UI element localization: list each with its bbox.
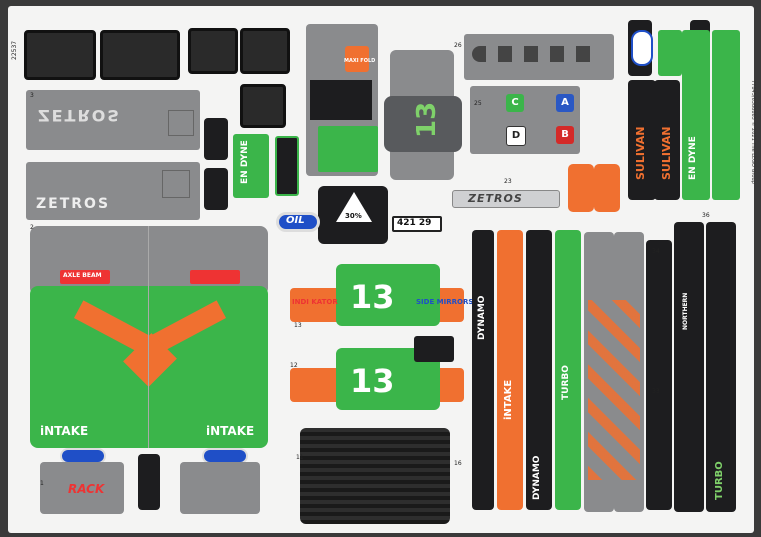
hood-cut-line bbox=[148, 226, 149, 448]
intake-strip bbox=[497, 230, 523, 510]
window-sticker bbox=[188, 28, 238, 74]
label-36: 36 bbox=[702, 212, 710, 219]
license-plate bbox=[392, 216, 442, 232]
zetros-chrome-badge bbox=[452, 190, 560, 208]
rack-sticker bbox=[40, 462, 124, 514]
window-sticker bbox=[240, 84, 286, 128]
warning-percent: 30% bbox=[345, 212, 362, 220]
label-11: 11 bbox=[296, 454, 304, 461]
sulivan-text: SULIVAN bbox=[634, 126, 647, 180]
engine-dyne-strip bbox=[712, 30, 740, 200]
letter-tile-c: C bbox=[506, 94, 524, 112]
sulivan-strip bbox=[654, 80, 680, 200]
maxi-fold-badge bbox=[345, 46, 369, 72]
zetros-mirror-panel bbox=[26, 90, 200, 150]
window-sticker bbox=[240, 28, 290, 74]
dynamo-text-2: DYNAMO bbox=[532, 455, 542, 500]
number-13-vertical: 13 bbox=[412, 101, 442, 138]
label-26: 26 bbox=[454, 42, 462, 49]
hood-top-gray bbox=[30, 226, 268, 296]
engine-dyne-strip bbox=[682, 30, 710, 200]
intake-text-3: iNTAKE bbox=[503, 379, 514, 420]
sulivan-strip bbox=[628, 80, 656, 200]
maxi-fold-text: MAXI FOLD bbox=[344, 58, 376, 64]
turbo-text-2: TURBO bbox=[714, 461, 725, 500]
small-black-tile bbox=[414, 336, 454, 362]
maxi-fold-small bbox=[658, 30, 682, 76]
number-13-bottom: 13 bbox=[350, 362, 395, 400]
letter-tile-b: B bbox=[556, 126, 574, 144]
engine-dyne-text: EN DYNE bbox=[688, 136, 698, 180]
label-1: 1 bbox=[40, 480, 44, 487]
headlight-sticker bbox=[204, 168, 228, 210]
dynamo-text: DYNAMO bbox=[477, 295, 487, 340]
cross-e-sticker bbox=[568, 164, 594, 212]
maxi-fold-window bbox=[310, 80, 372, 120]
oil-badge-large bbox=[276, 212, 320, 232]
oil-text: OIL bbox=[286, 215, 305, 226]
turbo-strip bbox=[706, 222, 736, 512]
axle-beam-label bbox=[190, 270, 240, 284]
panel-window bbox=[168, 110, 194, 136]
engine-sticker bbox=[233, 134, 269, 198]
number-13-plate bbox=[384, 96, 462, 152]
label-16: 16 bbox=[454, 460, 462, 467]
dynamo-strip bbox=[472, 230, 494, 510]
panel-window bbox=[162, 170, 190, 198]
rack-text: RACK bbox=[68, 482, 105, 496]
sheet-code-left: 22537 bbox=[11, 40, 18, 60]
dynamo-strip bbox=[526, 230, 552, 510]
zetros-panel bbox=[26, 162, 200, 220]
turbo-text: TURBO bbox=[561, 365, 571, 400]
side-mirror-green bbox=[318, 126, 378, 172]
arrow-chevrons bbox=[588, 300, 640, 480]
label-3: 3 bbox=[30, 92, 34, 99]
label-13: 13 bbox=[294, 322, 302, 329]
green-13-piece bbox=[336, 264, 440, 326]
northern-text: NORTHERN bbox=[682, 292, 689, 330]
sulivan-text-2: SULIVAN bbox=[660, 126, 673, 180]
number-13-top: 13 bbox=[350, 278, 395, 316]
cross-e-sticker bbox=[594, 164, 620, 212]
intake-strip bbox=[555, 230, 581, 510]
label-23: 23 bbox=[504, 178, 512, 185]
axle-beam-text: AXLE BEAM bbox=[63, 272, 102, 279]
warning-triangle bbox=[336, 192, 372, 222]
zetros-text: ZETROS bbox=[36, 196, 111, 212]
letter-tile-a: A bbox=[556, 94, 574, 112]
label-2: 2 bbox=[30, 224, 34, 231]
rack-sticker bbox=[180, 462, 260, 514]
northern-strip bbox=[646, 240, 672, 510]
label-12: 12 bbox=[290, 362, 298, 369]
label-34: 34 bbox=[652, 248, 660, 255]
intake-text: iNTAKE bbox=[40, 424, 89, 438]
oil-badge bbox=[631, 30, 653, 66]
headlight-sticker bbox=[204, 118, 228, 160]
bolt-row bbox=[472, 46, 602, 62]
label-33: 33 bbox=[652, 388, 660, 395]
indikator-text: INDI KATOR bbox=[292, 298, 338, 306]
axle-beam-label bbox=[60, 270, 110, 284]
letter-tile-d: D bbox=[506, 126, 526, 146]
window-sticker bbox=[24, 30, 96, 80]
plate-text: 421 29 bbox=[397, 218, 432, 228]
engine-text: EN DYNE bbox=[240, 140, 250, 184]
intake-text-2: iNTAKE bbox=[206, 424, 255, 438]
sheet-code-right: 77845/6388865 © 2021 The LEGO Group bbox=[750, 80, 756, 184]
tire-tread-sticker bbox=[300, 428, 450, 524]
window-sticker bbox=[100, 30, 180, 80]
side-mirrors-text: SIDE MIRRORS bbox=[416, 298, 474, 306]
zetros-chrome-text: ZETROS bbox=[468, 192, 523, 205]
label-25: 25 bbox=[474, 100, 482, 107]
turbo-strip bbox=[674, 222, 704, 512]
zetros-mirror-text: ZETROS bbox=[38, 106, 121, 125]
northern-sticker bbox=[275, 136, 299, 196]
axle-beam-vertical bbox=[138, 454, 160, 510]
